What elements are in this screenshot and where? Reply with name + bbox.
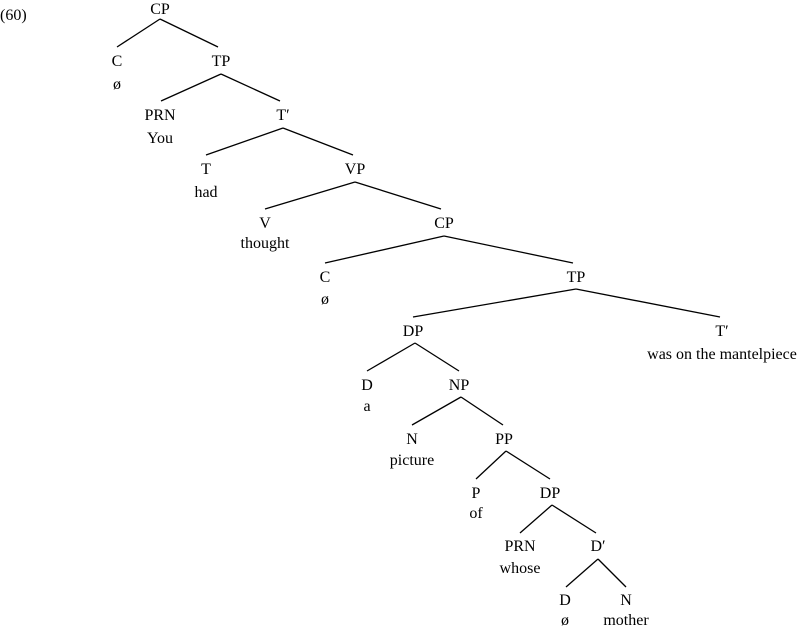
node-dp-whose: DP — [540, 485, 561, 502]
word-you: You — [147, 130, 173, 147]
branch-tbar1-vp — [282, 127, 354, 156]
branch-np-n1 — [411, 396, 462, 426]
tree-branches — [116, 18, 721, 588]
branch-cp1-tp1 — [159, 18, 219, 48]
word-d-null: ø — [561, 612, 569, 628]
branch-tp2-dp1 — [412, 288, 577, 318]
node-p: P — [472, 485, 481, 502]
node-d-bar: D′ — [590, 538, 605, 555]
branch-cp2-c2 — [324, 235, 445, 264]
word-c-null: ø — [113, 76, 121, 93]
node-cp-embedded: CP — [434, 215, 454, 232]
node-t-bar: T′ — [276, 107, 289, 124]
tree-nodes: CP C ø TP PRN You T′ T had VP V thought … — [112, 1, 797, 628]
node-cp-root: CP — [150, 1, 170, 18]
branch-pp-p — [475, 450, 507, 480]
branch-dp1-d1 — [366, 342, 416, 372]
node-tp-embedded: TP — [567, 269, 586, 286]
node-c: C — [112, 53, 123, 70]
branch-np-pp — [460, 396, 504, 426]
word-was-on-the-mantelpiece: was on the mantelpiece — [647, 346, 797, 363]
node-d-null: D — [559, 592, 571, 609]
word-c-embedded-null: ø — [321, 291, 329, 308]
word-had: had — [194, 184, 217, 201]
branch-tp1-prn1 — [160, 73, 222, 102]
branch-dp2-prn2 — [519, 504, 553, 534]
node-np: NP — [449, 377, 470, 394]
branch-vp-cp2 — [354, 181, 442, 210]
node-tp: TP — [212, 53, 231, 70]
branch-cp2-tp2 — [443, 235, 574, 264]
node-t: T — [201, 161, 211, 178]
branch-tp2-tbar2 — [575, 288, 721, 318]
word-mother: mother — [603, 612, 649, 628]
branch-tp1-tbar1 — [220, 73, 281, 102]
branch-dbar-n2 — [597, 558, 627, 588]
branch-tbar1-t1 — [205, 127, 284, 156]
branch-vp-v — [264, 181, 356, 210]
node-prn: PRN — [144, 107, 176, 124]
branch-dbar-d2 — [565, 558, 599, 588]
branch-cp1-c1 — [116, 18, 161, 48]
word-thought: thought — [241, 235, 290, 252]
node-vp: VP — [345, 161, 366, 178]
node-v: V — [259, 215, 271, 232]
word-of: of — [469, 505, 483, 522]
node-prn-whose: PRN — [504, 538, 536, 555]
branch-dp2-dbar — [551, 504, 597, 534]
example-number: (60) — [0, 7, 27, 24]
word-whose: whose — [500, 560, 541, 577]
branch-pp-dp2 — [505, 450, 551, 480]
node-n: N — [406, 431, 418, 448]
node-c-embedded: C — [320, 269, 331, 286]
node-dp: DP — [403, 323, 424, 340]
node-n-mother: N — [620, 592, 632, 609]
node-pp: PP — [495, 431, 513, 448]
node-t-bar-embedded: T′ — [715, 323, 728, 340]
branch-dp1-np — [414, 342, 460, 372]
word-a: a — [363, 398, 370, 415]
node-d: D — [361, 377, 373, 394]
word-picture: picture — [390, 452, 434, 469]
